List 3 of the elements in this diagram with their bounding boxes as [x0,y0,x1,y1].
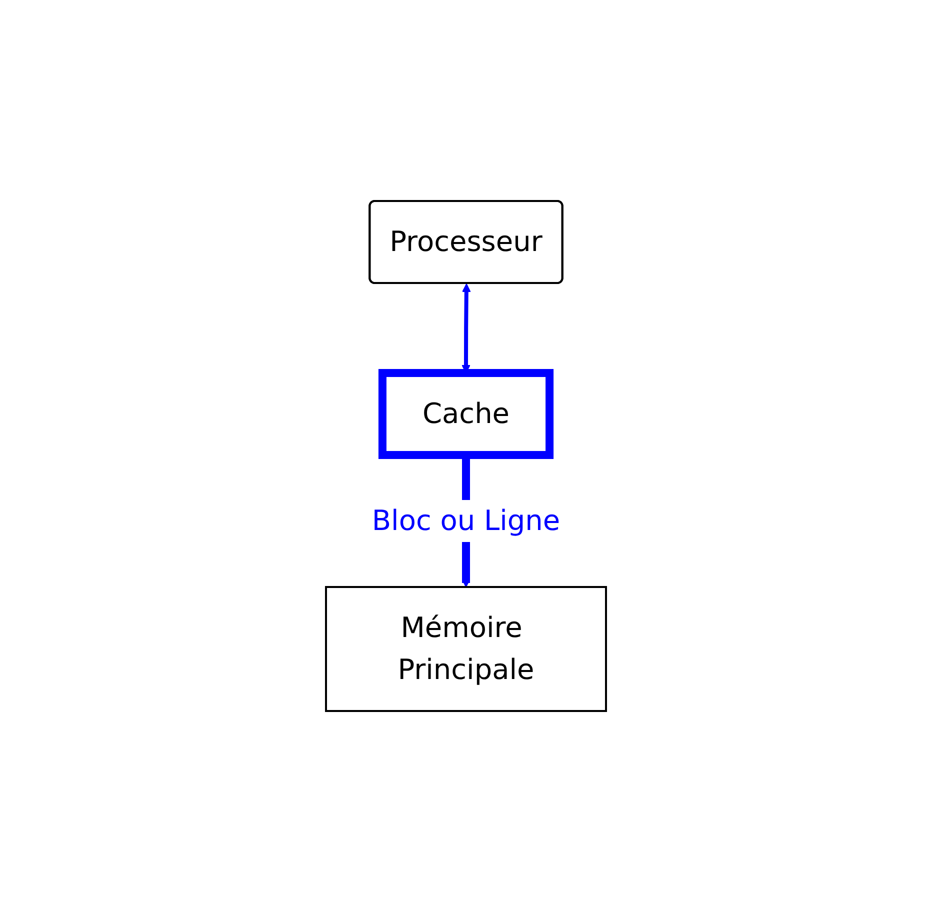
node-box: Cache [378,369,554,459]
edge-label: Bloc ou Ligne [372,504,560,537]
node-box: Mémoire Principale [325,586,607,712]
